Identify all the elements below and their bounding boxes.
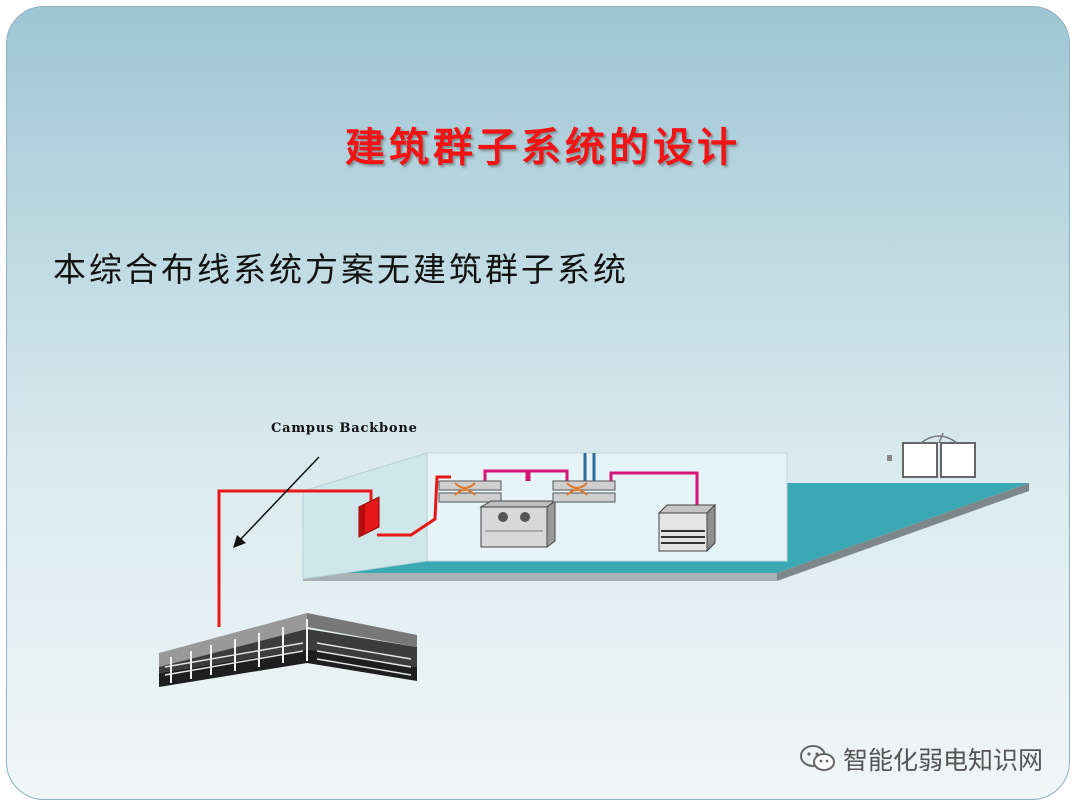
campus-backbone-diagram — [159, 432, 1029, 687]
wechat-icon — [799, 745, 835, 771]
campus-backbone-label: Campus Backbone — [271, 421, 418, 436]
slide-body-text: 本综合布线系统方案无建筑群子系统 — [53, 250, 629, 289]
arrow-icon — [233, 456, 320, 548]
patch-frame-icon — [552, 480, 616, 503]
backbone-cable — [217, 489, 373, 627]
campus-building-icon — [159, 613, 417, 687]
slide: 建筑群子系统的设计 本综合布线系统方案无建筑群子系统 — [6, 6, 1070, 800]
riser-lines — [583, 453, 596, 485]
workstation-monitor-icon — [887, 432, 976, 478]
watermark: 智能化弱电知识网 — [799, 741, 1043, 777]
slide-title: 建筑群子系统的设计 — [345, 124, 741, 171]
horizontal-cable-red — [377, 475, 451, 537]
server-icon — [657, 503, 717, 553]
watermark-text: 智能化弱电知识网 — [842, 746, 1043, 775]
network-switch-icon — [438, 480, 557, 548]
pink-cables — [483, 469, 699, 507]
patch-panel-icon — [358, 496, 380, 538]
